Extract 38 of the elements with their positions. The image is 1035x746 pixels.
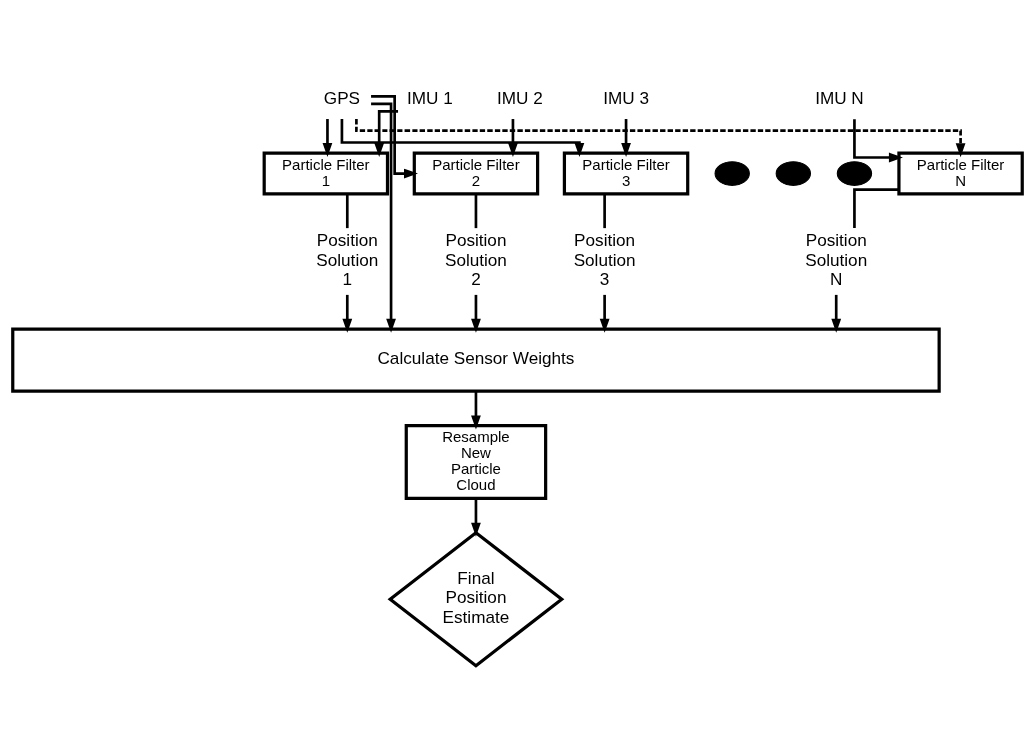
node-ellipse <box>775 161 811 186</box>
connector <box>603 193 606 229</box>
arrow <box>355 119 966 158</box>
node-text: Position Solution N <box>805 230 868 289</box>
node-box: Resample New Particle Cloud <box>404 423 548 501</box>
connector <box>853 188 899 229</box>
connector <box>474 193 478 229</box>
connector <box>345 193 349 229</box>
node-text: IMU 1 <box>406 87 453 108</box>
arrow <box>322 119 333 158</box>
node-box: Particle Filter 3 <box>562 151 690 196</box>
node-text: Position Solution 3 <box>573 230 636 289</box>
node-ellipse <box>714 161 750 186</box>
node-text: Position Solution 1 <box>316 230 379 289</box>
arrow <box>853 119 903 163</box>
arrow <box>471 391 481 430</box>
node-text: IMU N <box>815 87 864 108</box>
arrow <box>374 110 399 157</box>
arrow <box>831 294 842 333</box>
node-diamond: Final Position Estimate <box>387 530 565 668</box>
arrow <box>340 119 585 158</box>
arrow <box>342 294 353 333</box>
node-ellipse <box>836 161 873 186</box>
node-text: IMU 2 <box>497 87 543 108</box>
arrow <box>599 294 610 333</box>
arrow <box>371 95 418 179</box>
arrow <box>508 119 518 157</box>
arrow <box>471 294 481 333</box>
arrow <box>621 119 631 158</box>
node-box: Particle Filter 2 <box>412 151 540 196</box>
node-text: IMU 3 <box>603 87 649 108</box>
node-box: Particle Filter N <box>897 151 1024 196</box>
node-text: Position Solution 2 <box>444 230 507 289</box>
arrow <box>371 102 396 333</box>
node-box: Particle Filter 1 <box>262 151 390 196</box>
arrow <box>471 498 481 537</box>
node-text: GPS <box>323 87 361 108</box>
node-box: Calculate Sensor Weights <box>11 327 941 393</box>
